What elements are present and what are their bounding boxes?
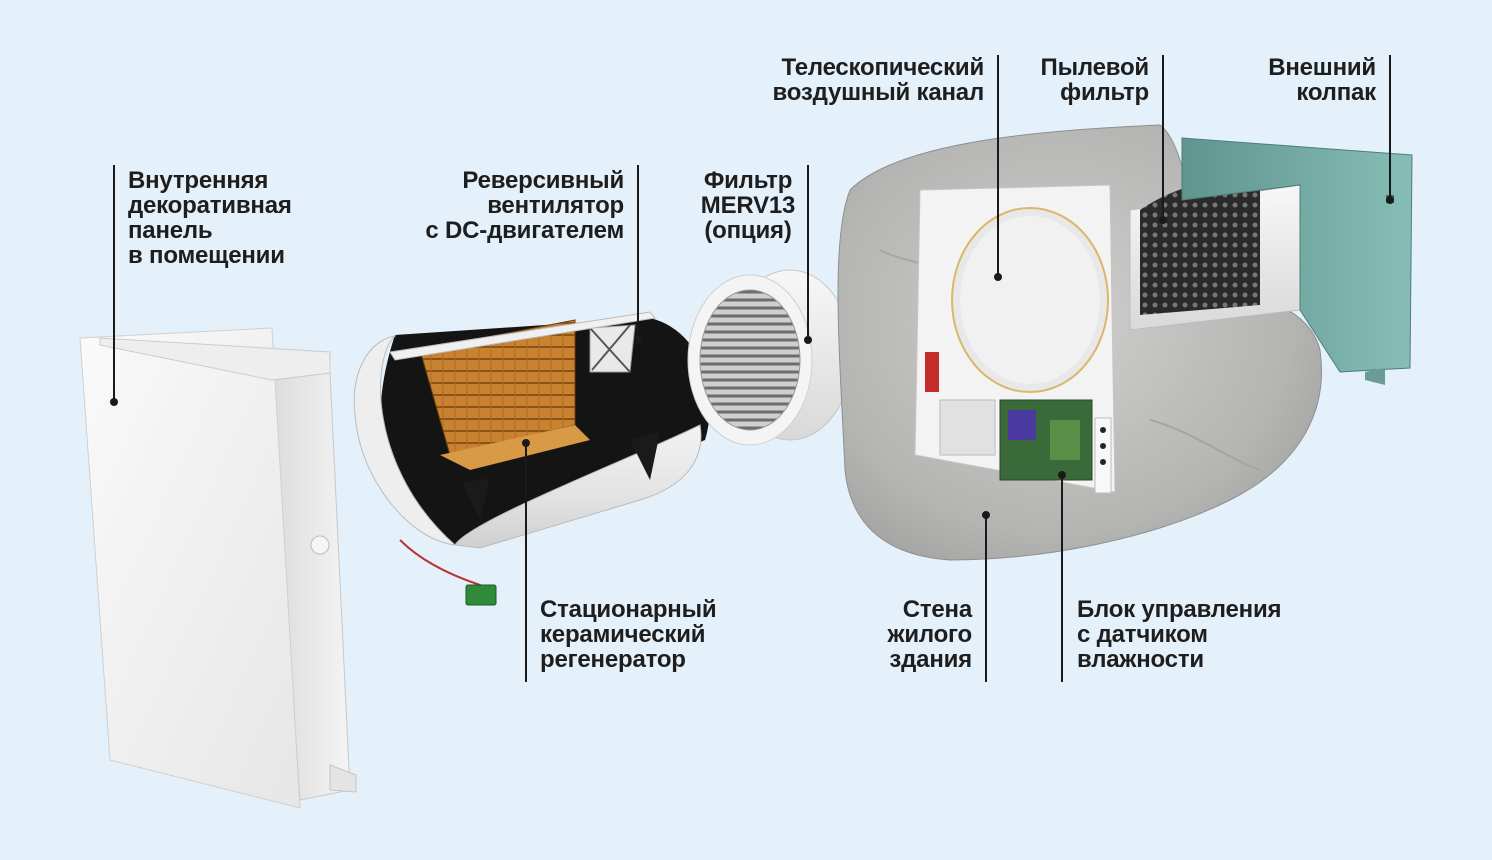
inner-decorative-panel [79,327,357,809]
reversible-fan-regenerator-unit [353,311,710,606]
label-line: Внутренняя [128,167,269,194]
label-line: фильтр [1060,79,1149,106]
label-line: жилого [887,621,973,648]
leader-lines [110,55,1394,682]
label-line: Пылевой [1040,54,1150,81]
label-line: Стена [902,596,972,623]
connector-plug [465,584,497,606]
dust-filter [1140,181,1260,315]
label-line: декоративная [128,192,292,219]
label-outer-hood: Внешний колпак [1268,55,1376,105]
label-merv-filter: Фильтр MERV13 (опция) [697,168,799,243]
leader-dot-outer-hood [1386,196,1394,204]
label-line: здания [889,646,972,673]
telescopic-air-duct [1129,181,1314,331]
label-telescopic-duct: Телескопический воздушный канал [772,54,985,106]
label-reversible-fan: Реверсивный вентилятор с DC-двигателем [425,168,624,243]
label-line: регенератор [540,646,686,673]
label-line: Телескопический [781,54,984,81]
label-inner-panel: Внутренняя декоративная панель в помещен… [128,168,292,268]
leader-dot-merv-filter [804,336,812,344]
label-line: в помещении [128,242,285,269]
label-line: Стационарный [540,596,717,623]
outer-hood [1181,137,1413,385]
leader-dot-reversible-fan [634,336,642,344]
label-line: панель [128,217,213,244]
label-line: Реверсивный [462,167,624,194]
label-dust-filter: Пылевой фильтр [1040,54,1150,106]
leader-dot-wall [982,511,990,519]
label-line: Блок управления [1077,596,1282,623]
merv13-filter [687,269,853,446]
leader-dot-dust-filter [1159,216,1167,224]
label-line: керамический [540,621,706,648]
label-line: влажности [1077,646,1204,673]
label-wall: Стена жилого здания [888,597,973,672]
leader-dot-telescopic-duct [994,273,1002,281]
label-line: воздушный канал [772,79,985,106]
leader-dot-control-unit [1058,471,1066,479]
label-control-unit: Блок управления с датчиком влажности [1077,596,1282,673]
label-line: Фильтр [703,167,793,194]
label-line: MERV13 [700,192,796,219]
label-line: Внешний [1268,54,1376,81]
label-line: вентилятор [487,192,624,219]
inner-housing [914,184,1116,494]
label-ceramic-regenerator: Стационарный керамический регенератор [540,596,717,673]
label-line: с DC-двигателем [425,217,624,244]
leader-dot-inner-panel [110,398,118,406]
label-line: с датчиком [1077,621,1208,648]
label-line: (опция) [704,217,792,244]
leader-dot-ceramic-regenerator [522,439,530,447]
terminal-red [925,352,939,392]
label-line: колпак [1296,79,1376,106]
control-unit [999,399,1112,494]
